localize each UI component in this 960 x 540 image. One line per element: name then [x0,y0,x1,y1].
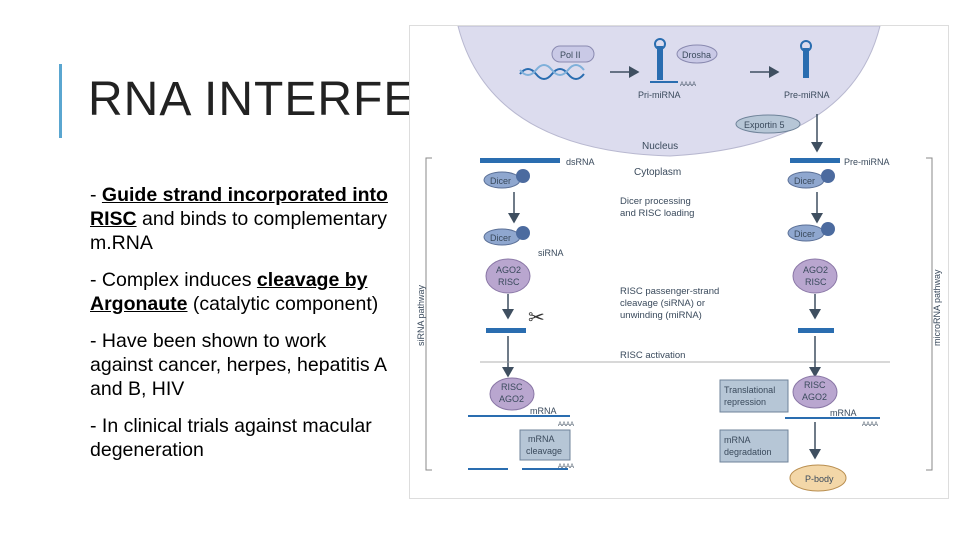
ago2-label: AGO2 [803,265,828,275]
sirna-duplex [486,328,526,333]
polya-label: AAAA [680,82,696,88]
rnai-pathway-figure: Nucleus Cytoplasm Pol II Drosha AAAA Pri… [410,26,948,498]
sirna-pathway-label: siRNA pathway [416,284,426,346]
risc-label: RISC [501,382,523,392]
sirna-label: siRNA [538,248,564,258]
bullet-item: - Have been shown to work against cancer… [90,330,386,400]
dsrna-strand [480,158,560,163]
dna-strand [519,68,585,80]
dicer-processing-label-1: Dicer processing [620,196,691,207]
mrna-degradation-label-1: mRNA [724,435,751,445]
mrna-cleavage-label-1: mRNA [528,434,555,444]
drosha-label: Drosha [682,50,711,60]
bullet-item: - Complex induces cleavage by Argonaute … [90,269,379,315]
polya-label: AAAA [862,422,878,428]
slide-title: RNA INTERFE [88,73,417,126]
title-accent-bar [59,64,62,138]
translational-label-2: repression [724,397,766,407]
cytoplasm-label: Cytoplasm [634,167,681,178]
passenger-label-3: unwinding (miRNA) [620,310,702,321]
risc-label: RISC [804,380,826,390]
dsrna-label: dsRNA [566,157,595,167]
dicer-label: Dicer [794,176,815,186]
pri-mirna-hairpin [650,38,678,83]
ago2-label: AGO2 [802,392,827,402]
dicer-processing-label-2: and RISC loading [620,208,694,219]
dna-strand-2 [519,64,585,76]
risc-complex [792,375,838,409]
pri-mirna-label: Pri-miRNA [638,90,681,100]
mrna-label: mRNA [830,408,857,418]
pre-mirna-hairpin [800,40,812,78]
mrna-label: mRNA [530,406,557,416]
ago2-label: AGO2 [496,265,521,275]
risc-complex [792,258,838,294]
dicer-label: Dicer [490,176,511,186]
mrna-cleavage-box [519,429,571,461]
mrna-cleavage-label-2: cleavage [526,446,562,456]
bullet-emphasis: Guide strand incorporated into RISC [90,184,388,230]
pol2-label: Pol II [560,50,581,60]
microrna-bracket [926,157,933,471]
risc-complex [489,377,535,411]
rnai-diagram: Nucleus Cytoplasm Pol II Drosha AAAA Pri… [416,26,942,492]
exportin5 [735,114,801,134]
microrna-pathway-label: microRNA pathway [932,269,942,346]
translational-repression-box [719,379,789,413]
pre-mirna-strand [790,158,840,163]
polya-label: AAAA [558,464,574,470]
passenger-label-1: RISC passenger-strand [620,286,719,297]
p-body [789,464,847,492]
dicer-domain [821,169,835,183]
risc-activation-label: RISC activation [620,350,685,361]
bullet-list: - Guide strand incorporated into RISC an… [90,183,390,475]
risc-label: RISC [805,277,827,287]
sirna-bracket [425,157,432,471]
p-body-label: P-body [805,474,834,484]
passenger-label-2: cleavage (siRNA) or [620,298,705,309]
polya-label: AAAA [558,422,574,428]
pre-mirna-label: Pre-miRNA [784,90,830,100]
translational-label-1: Translational [724,385,775,395]
dicer-label: Dicer [490,233,511,243]
dicer-domain [516,226,530,240]
bullet-emphasis: cleavage by Argonaute [90,269,368,315]
dicer-domain [821,222,835,236]
bullet-item: - Guide strand incorporated into RISC an… [90,184,388,254]
pol2-enzyme [551,45,595,63]
dicer-label: Dicer [794,229,815,239]
nucleus-label: Nucleus [642,141,678,152]
ago2-label: AGO2 [499,394,524,404]
risc-complex [485,258,531,294]
bullet-item: - In clinical trials against macular deg… [90,415,372,461]
mrna-degradation-box [719,429,789,463]
drosha-enzyme [676,44,718,64]
mrna-degradation-label-2: degradation [724,447,772,457]
mirna-duplex [798,328,834,333]
dicer-domain [516,169,530,183]
pre-mirna-cyto-label: Pre-miRNA [844,157,890,167]
exportin5-label: Exportin 5 [744,120,785,130]
scissors-icon: ✂ [528,307,545,329]
risc-label: RISC [498,277,520,287]
